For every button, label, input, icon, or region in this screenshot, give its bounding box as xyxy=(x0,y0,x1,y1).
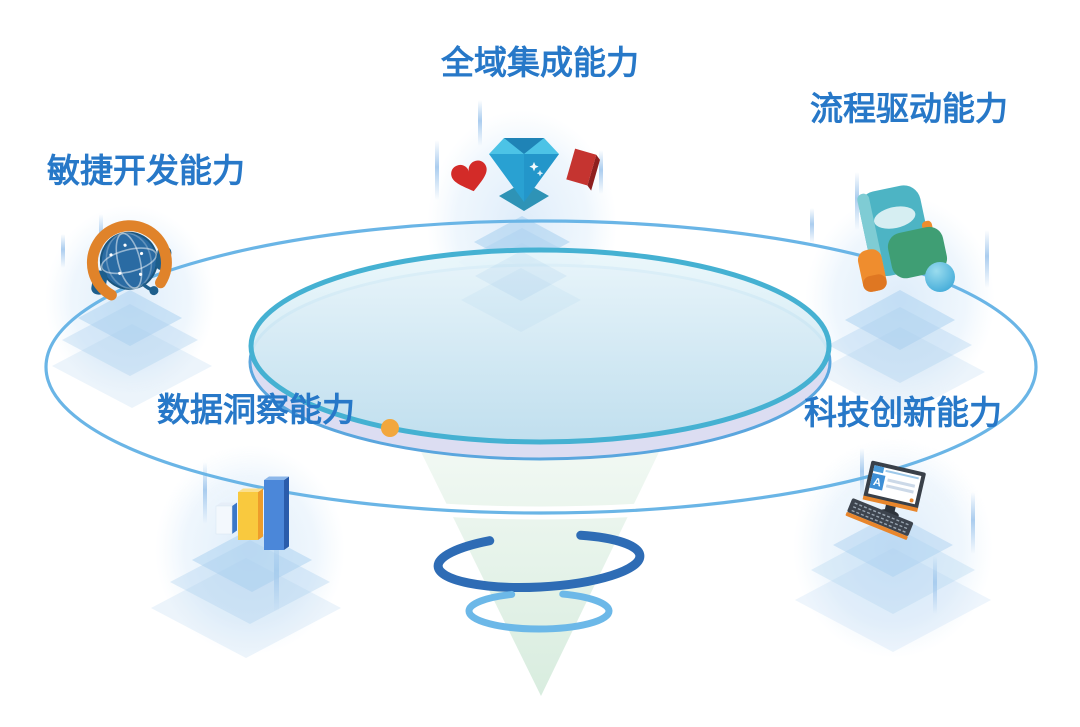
funnel-ring-dark xyxy=(433,530,645,592)
platform-disc xyxy=(248,247,832,461)
bar-small xyxy=(215,502,237,535)
platform-top xyxy=(248,247,832,445)
capability-label-data-insight: 数据洞察能力 xyxy=(157,391,355,428)
capability-label-tech-innovation: 科技创新能力 xyxy=(804,394,1002,431)
backpack-icon xyxy=(857,185,955,292)
funnel-ring-light xyxy=(465,589,613,633)
headset-globe-icon xyxy=(86,220,172,306)
capability-label-process: 流程驱动能力 xyxy=(810,90,1008,127)
screen-letter: A xyxy=(872,476,882,489)
monitor: A xyxy=(862,460,926,519)
blue-sphere-marker xyxy=(925,262,955,292)
capability-label-integration: 全域集成能力 xyxy=(441,44,639,81)
orbit-ring xyxy=(39,214,1043,520)
capability-label-agile: 敏捷开发能力 xyxy=(47,152,245,189)
orange-dot-marker xyxy=(381,419,399,437)
bar-blue xyxy=(264,476,289,550)
keyboard xyxy=(845,498,914,540)
heart-icon xyxy=(451,160,487,192)
bar-chart-icon xyxy=(215,476,289,550)
desktop-computer-icon: A xyxy=(845,460,926,540)
card-icon xyxy=(566,148,600,191)
bar-yellow xyxy=(238,488,263,540)
light-streak-decor xyxy=(61,100,989,614)
gem-icon xyxy=(451,138,600,211)
